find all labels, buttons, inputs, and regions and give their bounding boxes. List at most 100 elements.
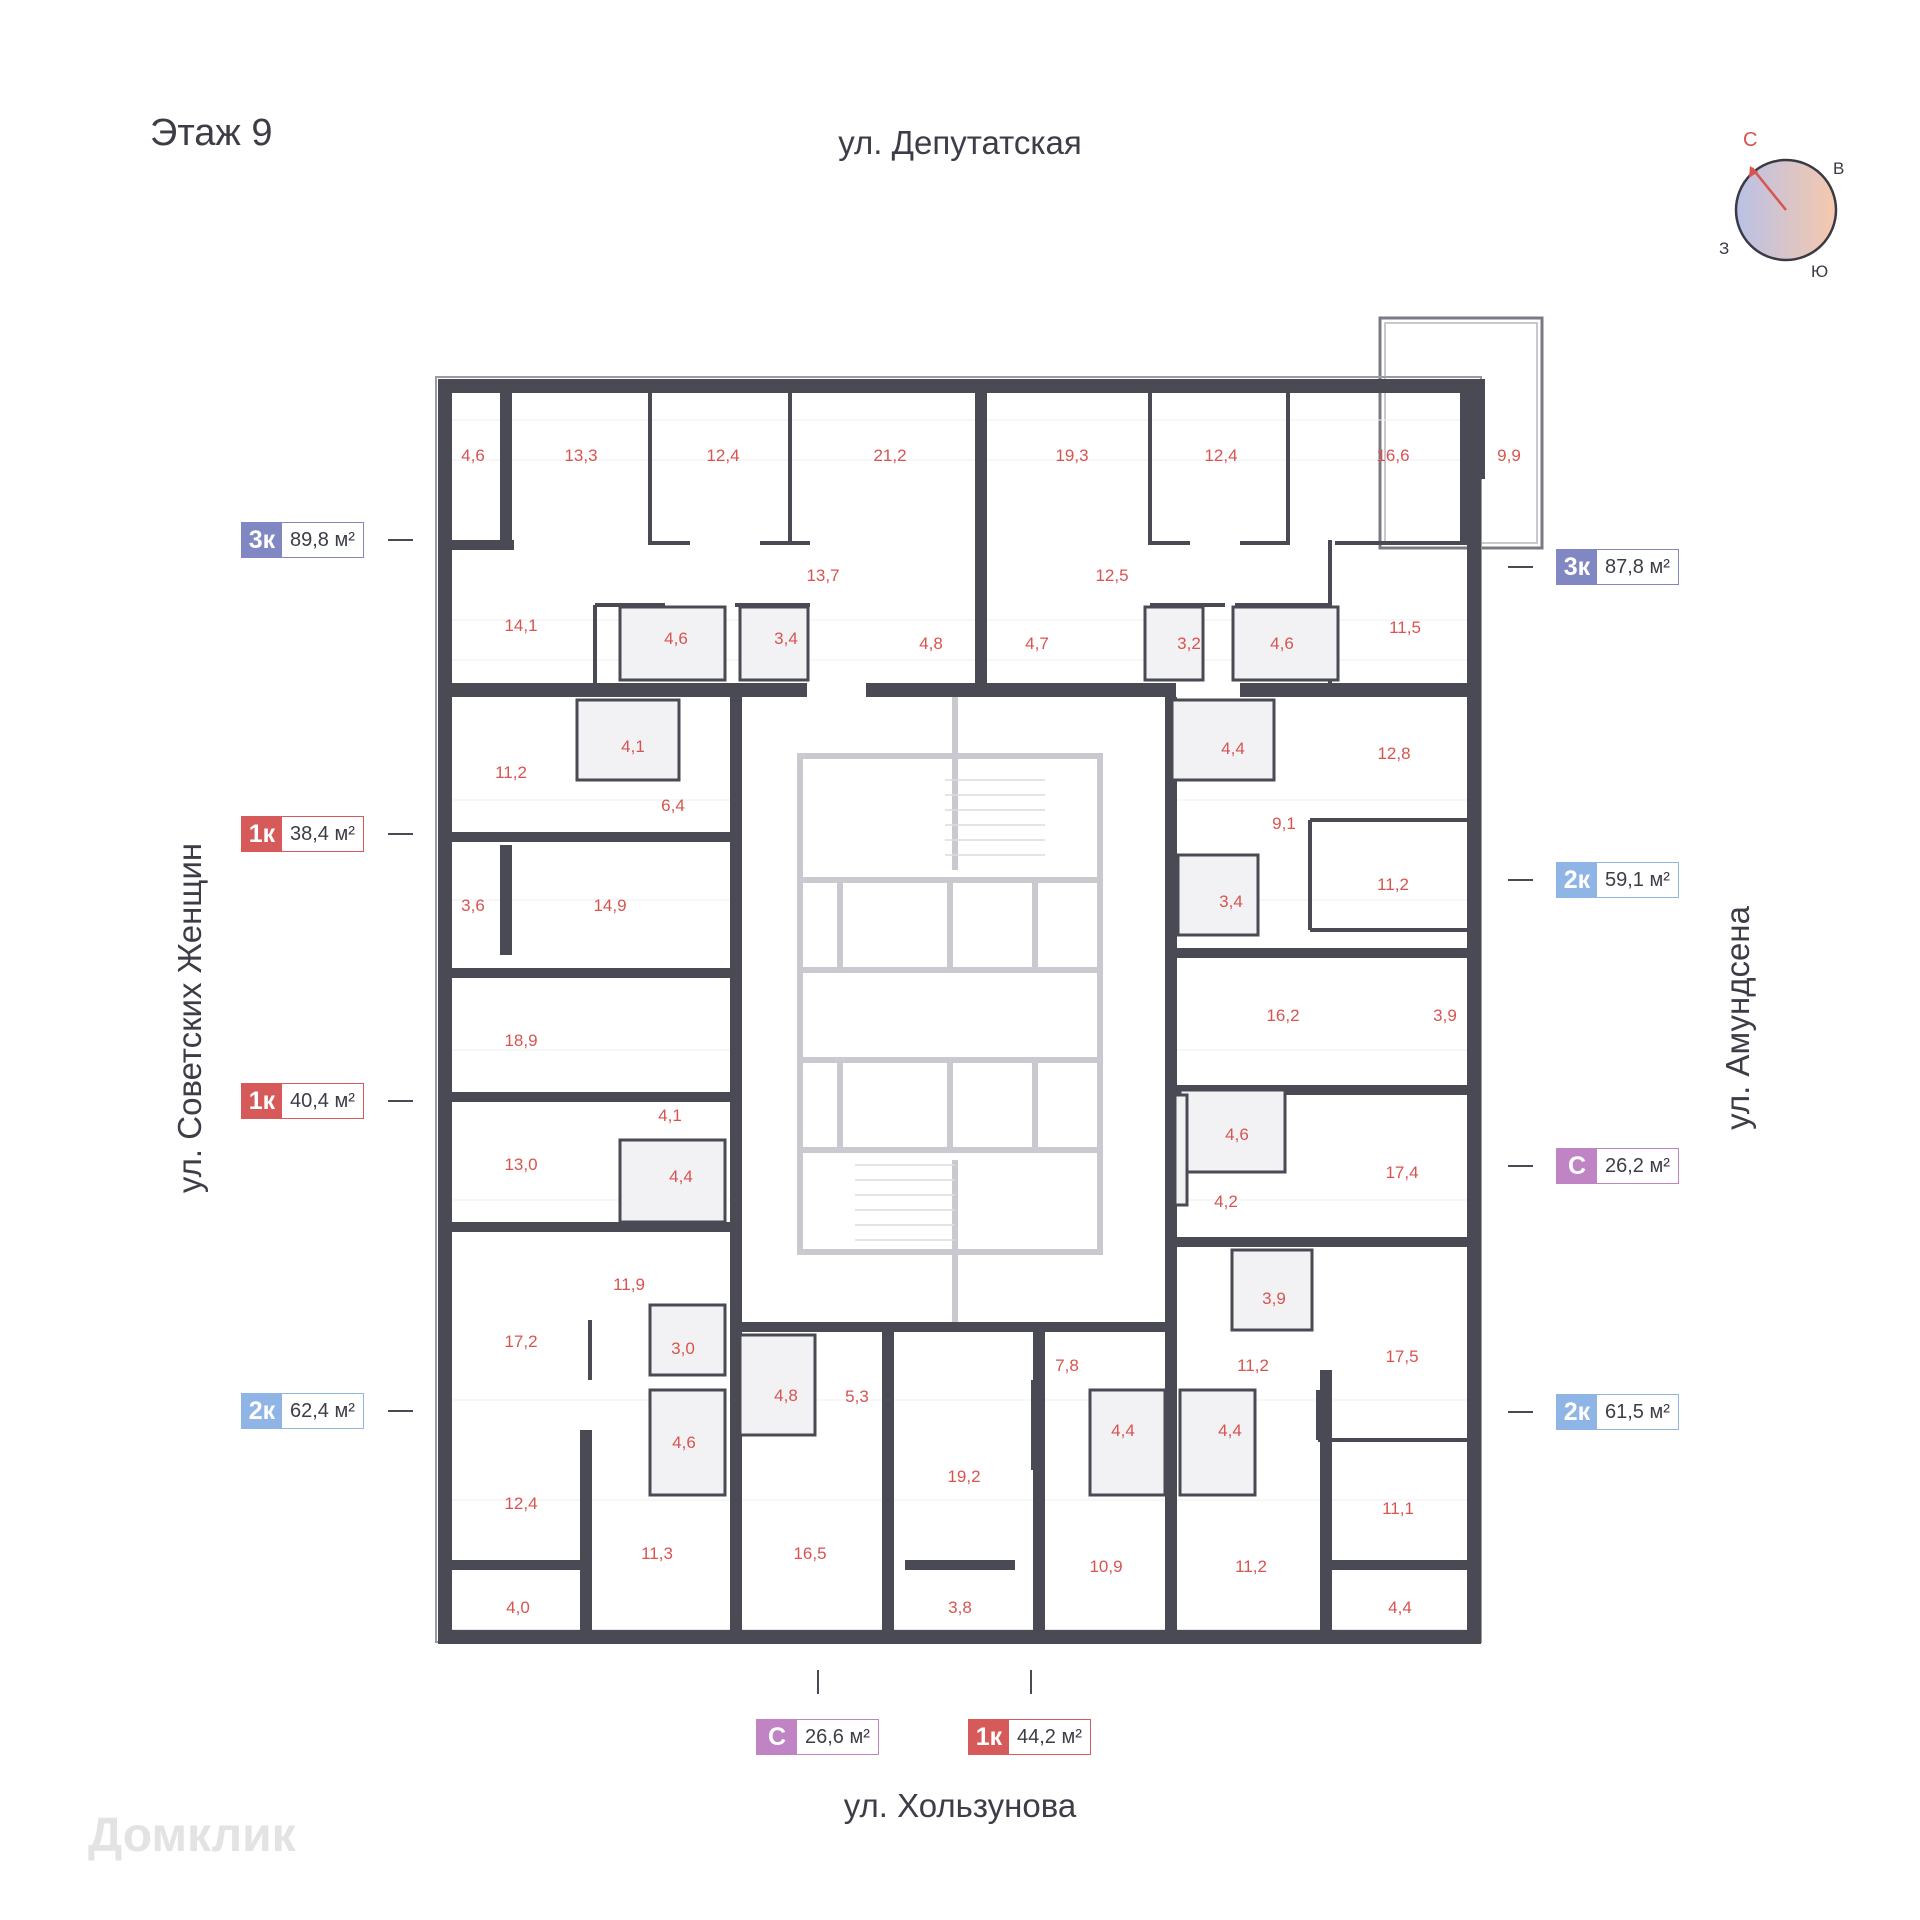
room-area: 3,6 <box>461 896 485 915</box>
badge-area: 26,6 м² <box>805 1725 870 1748</box>
apartment-badge-3k-right[interactable]: 3к 87,8 м² <box>1556 549 1679 585</box>
badge-area: 59,1 м² <box>1605 868 1670 891</box>
room-area: 4,6 <box>1225 1125 1249 1144</box>
room-area: 14,9 <box>593 896 626 915</box>
badge-type: 3к <box>1557 550 1597 584</box>
apartment-badge-2k-61[interactable]: 2к 61,5 м² <box>1556 1394 1679 1430</box>
room-area: 6,4 <box>661 796 685 815</box>
room-area: 11,3 <box>641 1544 673 1563</box>
compass-west: З <box>1719 239 1729 258</box>
room-area: 4,4 <box>1218 1421 1242 1440</box>
badge-type: 1к <box>242 817 282 851</box>
room-area: 13,0 <box>504 1155 537 1174</box>
compass-north: С <box>1743 129 1757 151</box>
room-area: 4,2 <box>1214 1192 1238 1211</box>
room-area: 4,6 <box>461 446 485 465</box>
room-area: 4,6 <box>664 629 688 648</box>
room-area: 7,8 <box>1055 1356 1079 1375</box>
floor-title: Этаж 9 <box>150 112 273 154</box>
street-label-top: ул. Депутатская <box>838 124 1082 161</box>
compass: С В Ю З <box>1719 129 1844 281</box>
badge-area: 26,2 м² <box>1605 1154 1670 1177</box>
room-labels: 4,6 13,3 12,4 21,2 19,3 12,4 16,6 9,9 14… <box>461 446 1521 1617</box>
room-area: 4,4 <box>1221 739 1245 758</box>
room-area: 3,4 <box>774 629 798 648</box>
room-area: 9,9 <box>1497 446 1521 465</box>
compass-east: В <box>1833 159 1844 178</box>
badge-area: 87,8 м² <box>1605 555 1670 578</box>
badge-type: С <box>757 1720 797 1754</box>
badge-type: 2к <box>242 1394 282 1428</box>
room-area: 4,8 <box>919 634 943 653</box>
room-area: 16,5 <box>793 1544 826 1563</box>
badge-area: 62,4 м² <box>290 1399 355 1422</box>
room-area: 17,5 <box>1385 1347 1418 1366</box>
badge-type: 2к <box>1557 863 1597 897</box>
badge-type: 2к <box>1557 1395 1597 1429</box>
room-area: 17,4 <box>1385 1163 1418 1182</box>
room-area: 3,9 <box>1262 1289 1286 1308</box>
room-area: 4,8 <box>774 1386 798 1405</box>
room-area: 4,4 <box>1388 1598 1412 1617</box>
apartment-badge-3k-left[interactable]: 3к 89,8 м² <box>241 522 364 558</box>
room-area: 16,6 <box>1376 446 1409 465</box>
badge-area: 61,5 м² <box>1605 1400 1670 1423</box>
room-area: 3,4 <box>1219 892 1243 911</box>
badge-type: 1к <box>969 1720 1009 1754</box>
compass-south: Ю <box>1811 262 1828 281</box>
room-area: 12,4 <box>504 1494 537 1513</box>
room-area: 11,1 <box>1382 1499 1414 1518</box>
room-area: 3,0 <box>671 1339 695 1358</box>
badge-area: 89,8 м² <box>290 528 355 551</box>
street-label-bottom: ул. Хользунова <box>843 1787 1077 1824</box>
room-area: 21,2 <box>873 446 906 465</box>
room-area: 18,9 <box>504 1031 537 1050</box>
room-area: 19,3 <box>1055 446 1088 465</box>
badge-area: 40,4 м² <box>290 1089 355 1112</box>
apartment-badge-1k-44[interactable]: 1к 44,2 м² <box>968 1719 1091 1755</box>
room-area: 12,4 <box>706 446 739 465</box>
badge-area: 44,2 м² <box>1017 1725 1082 1748</box>
room-area: 4,7 <box>1025 634 1049 653</box>
room-area: 4,4 <box>669 1167 693 1186</box>
badge-area: 38,4 м² <box>290 822 355 845</box>
room-area: 11,5 <box>1389 618 1421 637</box>
room-area: 4,1 <box>658 1106 682 1125</box>
room-area: 12,4 <box>1204 446 1237 465</box>
room-area: 9,1 <box>1272 814 1296 833</box>
apartment-badge-1k-40[interactable]: 1к 40,4 м² <box>241 1083 364 1119</box>
room-area: 4,6 <box>1270 634 1294 653</box>
room-area: 10,9 <box>1089 1557 1122 1576</box>
badge-type: С <box>1557 1149 1597 1183</box>
room-area: 3,2 <box>1177 634 1201 653</box>
room-area: 4,0 <box>506 1598 530 1617</box>
room-area: 13,3 <box>564 446 597 465</box>
room-area: 19,2 <box>947 1467 980 1486</box>
apartment-badge-studio-26-6[interactable]: С 26,6 м² <box>756 1719 879 1755</box>
room-area: 17,2 <box>504 1332 537 1351</box>
apartment-badge-2k-62[interactable]: 2к 62,4 м² <box>241 1393 364 1429</box>
room-area: 4,6 <box>672 1433 696 1452</box>
room-area: 11,2 <box>1237 1356 1269 1375</box>
room-area: 11,9 <box>613 1275 645 1294</box>
apartment-badge-2k-59[interactable]: 2к 59,1 м² <box>1556 862 1679 898</box>
room-area: 4,1 <box>621 737 645 756</box>
room-area: 11,2 <box>1235 1557 1267 1576</box>
badge-type: 3к <box>242 523 282 557</box>
room-area: 3,8 <box>948 1598 972 1617</box>
room-area: 14,1 <box>504 616 537 635</box>
room-area: 13,7 <box>806 566 839 585</box>
room-area: 3,9 <box>1433 1006 1457 1025</box>
badge-type: 1к <box>242 1084 282 1118</box>
room-area: 4,4 <box>1111 1421 1135 1440</box>
room-area: 5,3 <box>845 1387 869 1406</box>
apartment-badge-1k-38[interactable]: 1к 38,4 м² <box>241 816 364 852</box>
room-area: 12,5 <box>1095 566 1128 585</box>
room-area: 16,2 <box>1266 1006 1299 1025</box>
watermark-logo: Домклик <box>88 1809 296 1862</box>
room-area: 11,2 <box>495 763 527 782</box>
apartment-badge-studio-26-2[interactable]: С 26,2 м² <box>1556 1148 1679 1184</box>
room-area: 11,2 <box>1377 875 1409 894</box>
room-area: 12,8 <box>1377 744 1410 763</box>
